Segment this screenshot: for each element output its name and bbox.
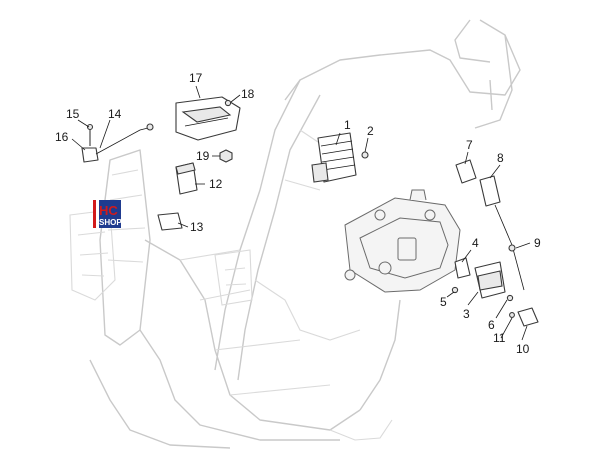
callout-1: 1 [344,118,351,132]
callout-12: 12 [209,177,223,191]
callout-19: 19 [196,149,210,163]
part-sensor-lead [81,123,154,163]
part-clamp [509,307,539,327]
callout-14: 14 [108,107,122,121]
hc-shop-logo: HC SHOP [93,200,122,228]
logo-initials: HC [99,203,118,218]
callout-3: 3 [463,307,470,321]
callout-16: 16 [55,130,69,144]
part-relay-holder [157,212,183,231]
callout-13: 13 [190,220,204,234]
part-screw-2 [361,151,369,159]
part-coil-bracket [451,257,514,302]
part-screw-18 [224,99,232,107]
callout-5: 5 [440,295,447,309]
engine-block [344,189,461,293]
callout-11: 11 [493,331,506,345]
part-control-unit [175,96,241,141]
callout-18: 18 [241,87,255,101]
callout-2: 2 [367,124,374,138]
scooter-frame [69,19,521,449]
part-nut-19 [219,149,233,163]
callout-4: 4 [472,236,479,250]
callout-7: 7 [466,138,473,152]
logo-word: SHOP [99,218,122,227]
part-ignition-coil [311,132,357,183]
callout-9: 9 [534,236,541,250]
part-relay [175,162,198,195]
leader-lines [71,85,531,341]
callout-8: 8 [497,151,504,165]
part-plug-cap [455,159,525,291]
callout-10: 10 [516,342,530,356]
callout-15: 15 [66,107,80,121]
callout-6: 6 [488,318,495,332]
callout-numbers: 1 2 3 4 5 6 7 8 9 10 11 12 13 14 15 16 1… [55,71,541,356]
callout-17: 17 [189,71,203,85]
